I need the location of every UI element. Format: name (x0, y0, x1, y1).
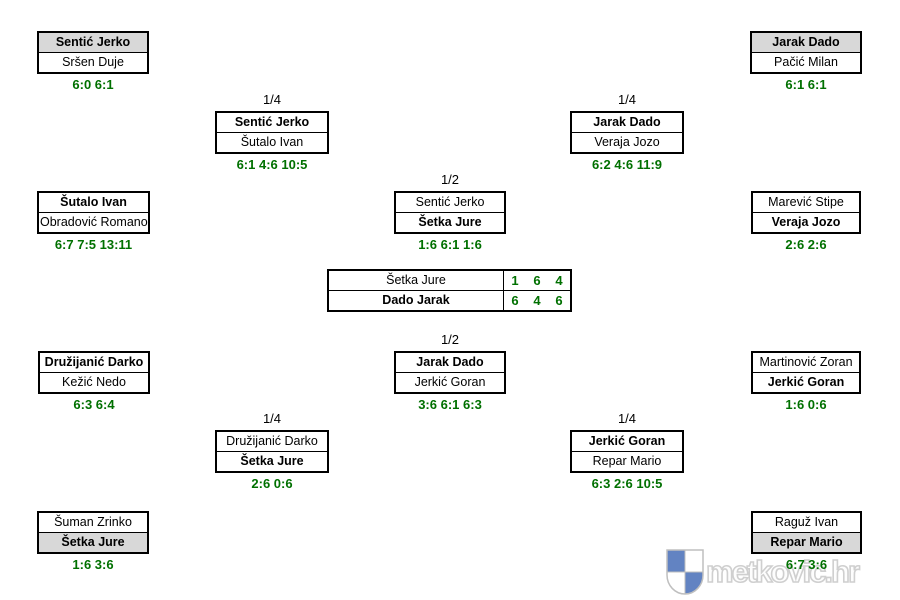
player-name: Veraja Jozo (753, 212, 859, 232)
match-score: 3:6 6:1 6:3 (418, 397, 482, 412)
match-r1-low-right: Martinović Zoran Jerkić Goran 1:6 0:6 (751, 351, 861, 412)
player-name: Martinović Zoran (753, 353, 859, 372)
match-score: 6:1 4:6 10:5 (236, 157, 308, 172)
player-name: Šuman Zrinko (39, 513, 147, 532)
match-sf-bottom: 1/2 Jarak Dado Jerkić Goran 3:6 6:1 6:3 (394, 332, 506, 412)
set-score: 1 (511, 273, 519, 288)
match-final: Šetka Jure 1 6 4 Dado Jarak 6 4 6 (327, 269, 572, 312)
player-name: Raguž Ivan (753, 513, 860, 532)
player-name: Jarak Dado (572, 113, 682, 132)
match-r1-bottom-right: Raguž Ivan Repar Mario 6:7 3:6 (751, 511, 862, 572)
metkovic-shield-icon (666, 549, 704, 600)
match-score: 6:3 2:6 10:5 (591, 476, 663, 491)
match-score: 1:6 3:6 (72, 557, 114, 572)
player-name: Šetka Jure (396, 212, 504, 232)
match-score: 6:1 6:1 (785, 77, 827, 92)
player-name: Šutalo Ivan (217, 132, 327, 152)
player-name: Repar Mario (572, 451, 682, 471)
match-qf-top-right: 1/4 Jarak Dado Veraja Jozo 6:2 4:6 11:9 (570, 92, 684, 172)
player-name: Veraja Jozo (572, 132, 682, 152)
player-name: Šetka Jure (386, 273, 446, 287)
match-qf-top-left: 1/4 Sentić Jerko Šutalo Ivan 6:1 4:6 10:… (215, 92, 329, 172)
player-name: Šetka Jure (39, 532, 147, 552)
match-score: 6:0 6:1 (72, 77, 114, 92)
player-name: Družijanić Darko (40, 353, 148, 372)
match-score: 6:7 7:5 13:11 (54, 237, 133, 252)
player-name: Sentić Jerko (217, 113, 327, 132)
match-score: 2:6 0:6 (251, 476, 293, 491)
player-name: Šutalo Ivan (39, 193, 148, 212)
set-score: 4 (555, 273, 563, 288)
player-name: Sentić Jerko (396, 193, 504, 212)
match-r1-bottom-left: Šuman Zrinko Šetka Jure 1:6 3:6 (37, 511, 149, 572)
player-name: Šetka Jure (217, 451, 327, 471)
set-scores: 1 6 4 (503, 271, 570, 290)
player-name: Sentić Jerko (39, 33, 147, 52)
set-score: 6 (533, 273, 541, 288)
player-name: Jerkić Goran (396, 372, 504, 392)
match-score: 6:3 6:4 (73, 397, 115, 412)
match-r1-low-left: Družijanić Darko Kežić Nedo 6:3 6:4 (38, 351, 150, 412)
match-score: 1:6 0:6 (785, 397, 827, 412)
player-name: Jarak Dado (752, 33, 860, 52)
round-label: 1/2 (440, 332, 460, 347)
player-name: Pačić Milan (752, 52, 860, 72)
metkovic-logo[interactable]: metkovic.hr (666, 549, 861, 600)
metkovic-logo-text: metkovic.hr (705, 553, 861, 590)
player-name: Jerkić Goran (753, 372, 859, 392)
player-name: Sršen Duje (39, 52, 147, 72)
player-name: Kežić Nedo (40, 372, 148, 392)
match-qf-bottom-left: 1/4 Družijanić Darko Šetka Jure 2:6 0:6 (215, 411, 329, 491)
round-label: 1/4 (617, 411, 637, 426)
match-score: 6:2 4:6 11:9 (591, 157, 663, 172)
player-name: Družijanić Darko (217, 432, 327, 451)
player-name: Obradović Romano (39, 212, 148, 232)
round-label: 1/4 (617, 92, 637, 107)
match-score: 1:6 6:1 1:6 (418, 237, 482, 252)
match-r1-mid-right: Marević Stipe Veraja Jozo 2:6 2:6 (751, 191, 861, 252)
match-r1-mid-left: Šutalo Ivan Obradović Romano 6:7 7:5 13:… (37, 191, 150, 252)
round-label: 1/2 (440, 172, 460, 187)
match-r1-top-right: Jarak Dado Pačić Milan 6:1 6:1 (750, 31, 862, 92)
player-name: Marević Stipe (753, 193, 859, 212)
round-label: 1/4 (262, 411, 282, 426)
match-sf-top: 1/2 Sentić Jerko Šetka Jure 1:6 6:1 1:6 (394, 172, 506, 252)
player-name: Jarak Dado (396, 353, 504, 372)
set-scores: 6 4 6 (503, 291, 570, 310)
set-score: 6 (555, 293, 563, 308)
match-score: 6:7 3:6 (785, 557, 828, 572)
player-name: Repar Mario (753, 532, 860, 552)
match-qf-bottom-right: 1/4 Jerkić Goran Repar Mario 6:3 2:6 10:… (570, 411, 684, 491)
set-score: 4 (533, 293, 541, 308)
player-name: Jerkić Goran (572, 432, 682, 451)
set-score: 6 (511, 293, 519, 308)
match-r1-top-left: Sentić Jerko Sršen Duje 6:0 6:1 (37, 31, 149, 92)
player-name: Dado Jarak (382, 293, 450, 307)
match-score: 2:6 2:6 (785, 237, 827, 252)
round-label: 1/4 (262, 92, 282, 107)
